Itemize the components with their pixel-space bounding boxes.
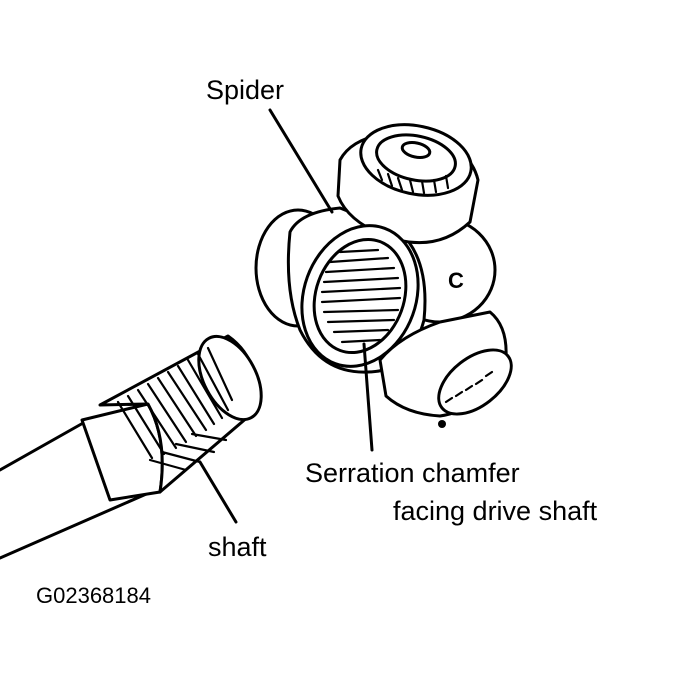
serration-label-line1: Serration chamfer <box>305 458 520 488</box>
top-roller-center <box>400 141 432 159</box>
bottom-trunnion-mark <box>438 420 446 428</box>
shaft-label: shaft <box>208 532 267 562</box>
spider-c-marking: C <box>448 268 464 293</box>
shaft-bottom-edge <box>0 486 162 560</box>
shaft-end-face <box>197 334 263 422</box>
shaft-spline-teeth <box>116 346 234 472</box>
bore-serration-teeth <box>320 248 402 344</box>
bottom-roller-face <box>437 348 513 416</box>
shaft-collar <box>80 402 164 502</box>
shaft-top-edge <box>0 416 94 472</box>
top-needle-bearings <box>376 168 450 195</box>
bottom-needle-bearings <box>444 370 494 404</box>
spider-assembly: C <box>254 123 513 428</box>
spider-label: Spider <box>206 75 284 105</box>
drive-shaft <box>0 334 263 560</box>
serration-label-line2: facing drive shaft <box>393 496 598 526</box>
shaft-leader-line <box>198 460 238 524</box>
figure-code: G02368184 <box>36 583 151 608</box>
serration-leader-line <box>362 342 374 452</box>
spider-leader-line <box>268 108 334 214</box>
